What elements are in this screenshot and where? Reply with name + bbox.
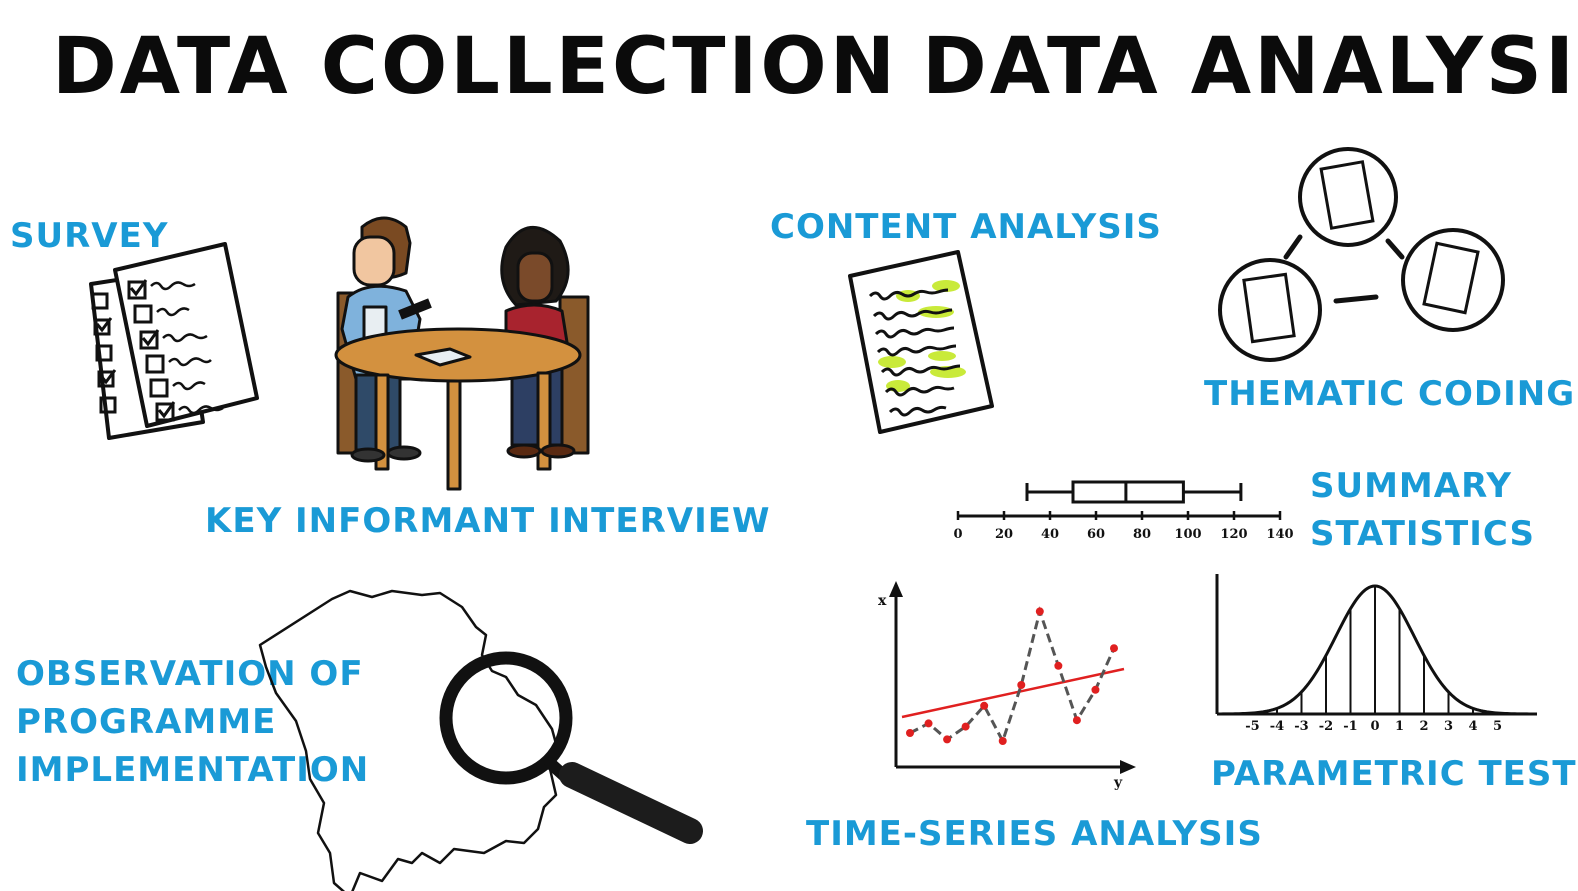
box-plot-tick-label: 140 xyxy=(1266,527,1293,542)
normal-tick-label: -4 xyxy=(1270,719,1284,734)
map-magnifier-illustration xyxy=(258,589,703,891)
normal-tick-label: -1 xyxy=(1343,719,1357,734)
thematic-coding-illustration xyxy=(1218,147,1505,362)
ts-axis-label-y: y xyxy=(1113,775,1123,791)
thematic-coding-label: THEMATIC CODING xyxy=(1204,374,1576,414)
summary-label-line-2: STATISTICS xyxy=(1310,514,1535,554)
box-plot-tick-label: 40 xyxy=(1041,527,1059,542)
observation-label-line-3: IMPLEMENTATION xyxy=(16,750,370,790)
box-plot-tick-label: 80 xyxy=(1133,527,1151,542)
normal-tick-label: -3 xyxy=(1294,719,1308,734)
ts-vertical-arrow xyxy=(889,581,903,597)
ts-data-point xyxy=(943,735,952,744)
box-plot-tick-label: 120 xyxy=(1220,527,1247,542)
normal-tick-label: 1 xyxy=(1395,719,1404,734)
time-series-plot: xy xyxy=(878,581,1136,791)
box-plot-box xyxy=(1071,480,1185,504)
ts-data-point xyxy=(1017,681,1026,689)
ts-data-point xyxy=(1035,607,1044,616)
ts-data-point xyxy=(1110,644,1118,653)
country-outline xyxy=(258,589,560,891)
ts-axis-label-x: x xyxy=(878,593,887,609)
observation-label-line-2: PROGRAMME xyxy=(16,702,277,742)
ts-series-line xyxy=(909,606,1116,745)
ts-data-point xyxy=(998,737,1007,745)
ts-data-point xyxy=(1091,685,1100,694)
ts-data-point xyxy=(1072,716,1081,725)
ts-data-point xyxy=(1054,661,1063,670)
box-plot-tick-label: 100 xyxy=(1174,527,1201,542)
data-analysis-heading: DATA ANALYSIS xyxy=(922,22,1578,112)
observation-label-line-1: OBSERVATION OF xyxy=(16,654,364,694)
time-series-analysis-label: TIME-SERIES ANALYSIS xyxy=(806,814,1263,854)
data-collection-heading: DATA COLLECTION xyxy=(52,22,899,112)
ts-data-point xyxy=(980,701,989,710)
content-analysis-label: CONTENT ANALYSIS xyxy=(770,207,1162,247)
box-plot-tick-label: 0 xyxy=(953,527,962,542)
normal-tick-label: -5 xyxy=(1245,719,1259,734)
magnifier-handle xyxy=(559,762,703,844)
highlighted-document-illustration xyxy=(848,250,994,434)
normal-curve xyxy=(1216,584,1537,716)
ts-data-point xyxy=(906,729,914,737)
key-informant-interview-label: KEY INFORMANT INTERVIEW xyxy=(205,501,771,541)
normal-tick-label: 0 xyxy=(1370,719,1379,734)
normal-tick-label: 2 xyxy=(1419,719,1428,734)
box-plot: 0 20 40 60 80 100 120 140 xyxy=(953,480,1294,542)
normal-tick-label: 4 xyxy=(1468,719,1477,734)
normal-tick-label: -2 xyxy=(1319,719,1333,734)
normal-tick-label: 5 xyxy=(1493,719,1502,734)
ts-horizontal-arrow xyxy=(1120,760,1136,774)
interview-illustration xyxy=(334,216,590,491)
survey-sheets-illustration xyxy=(89,242,259,440)
parametric-tests-label: PARAMETRIC TESTS xyxy=(1211,754,1578,794)
summary-label-line-1: SUMMARY xyxy=(1310,466,1513,506)
normal-tick-label: 3 xyxy=(1444,719,1453,734)
ts-trend-line xyxy=(901,667,1125,719)
ts-data-point xyxy=(961,722,970,731)
survey-label: SURVEY xyxy=(10,216,169,256)
magnifier-lens xyxy=(439,651,573,785)
box-plot-tick-label: 20 xyxy=(995,527,1013,542)
ts-data-point xyxy=(924,719,933,728)
box-plot-tick-label: 60 xyxy=(1087,527,1105,542)
